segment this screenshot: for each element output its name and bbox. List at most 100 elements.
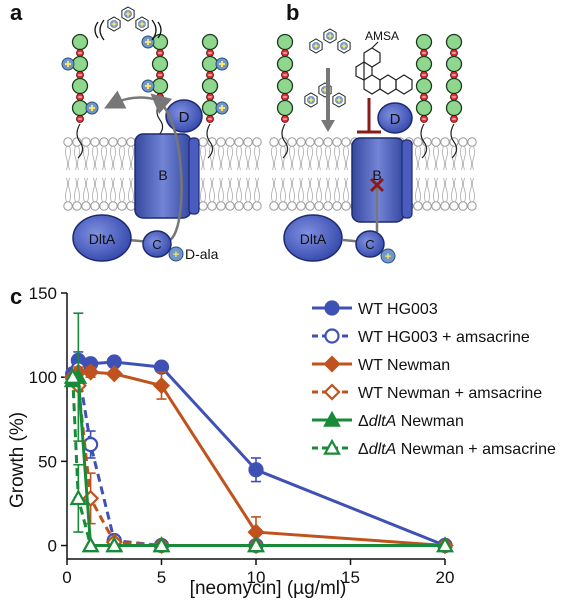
lipid-tail (316, 145, 322, 171)
lipid-head (287, 137, 297, 147)
dala-plus: + (385, 251, 391, 263)
neomycin-entry-arrowhead (321, 120, 335, 132)
lipid-head (422, 201, 432, 211)
plus-sign (336, 97, 342, 103)
glycerol-phosphate-unit (276, 55, 294, 73)
lipid-head (216, 137, 226, 147)
legend-entry: WT Newman + amsacrine (312, 383, 542, 402)
series-5 (63, 367, 454, 553)
lipid-head (234, 137, 244, 147)
lipid-head (81, 137, 91, 147)
lipid-head (449, 201, 459, 211)
lipid-head (440, 201, 450, 211)
lipid-head (413, 201, 423, 211)
lipid-head (314, 137, 324, 147)
lipid-tail (433, 177, 439, 203)
lipid-tail (442, 145, 448, 171)
lipid-tail (280, 177, 286, 203)
amsacrine-structure (355, 41, 413, 95)
data-point (248, 462, 264, 478)
lipid-head (287, 201, 297, 211)
data-point (436, 536, 454, 553)
lipid-tail (83, 145, 89, 171)
lipid-anchor (156, 101, 164, 137)
legend-entry: WT HG003 (312, 300, 438, 318)
lipid-tail (298, 145, 304, 171)
lipid-head (117, 201, 127, 211)
lipid-anchor (76, 123, 84, 159)
legend-marker (323, 355, 341, 373)
dala-label: D-ala (185, 246, 219, 262)
glycerol-phosphate-unit (276, 77, 294, 95)
glycerol-phosphate-unit (415, 33, 433, 51)
lipid-head (305, 201, 315, 211)
data-point (105, 536, 124, 553)
dltA-protein (283, 214, 343, 262)
lipid-tail (92, 145, 98, 171)
lipid-tail (236, 145, 242, 171)
lipid-tail (334, 177, 340, 203)
legend-label: WT Newman + amsacrine (358, 385, 542, 402)
lipid-head (225, 201, 235, 211)
lipid-tail (316, 177, 322, 203)
lipid-tail (209, 145, 215, 171)
legend-label: ΔdltA Newman + amsacrine (358, 441, 556, 458)
lipid-tail (280, 145, 286, 171)
dala-charge (168, 246, 184, 262)
dltB-side (401, 139, 413, 219)
data-point (152, 536, 171, 553)
lipid-head (332, 201, 342, 211)
lipid-tail (424, 177, 430, 203)
glycerol-phosphate-unit (71, 33, 89, 51)
lipid-head (72, 201, 82, 211)
lipid-head (99, 201, 109, 211)
lipid-tail (469, 145, 475, 171)
plus-sign (125, 11, 131, 17)
lipid-tail (110, 177, 116, 203)
lipid-tail (200, 177, 206, 203)
amsa-label: AMSA (365, 29, 399, 43)
glycerol-phosphate-unit (201, 99, 219, 117)
lipid-head (296, 201, 306, 211)
chart-xlabel: [neomycin] (µg/ml) (190, 578, 347, 599)
lipid-tail (307, 145, 313, 171)
dala-transfer-arrow-head (104, 90, 159, 109)
lipid-tail (334, 145, 340, 171)
panel-b-dlt-complex: B D DltA C + AMSA (283, 29, 413, 264)
legend-label: WT Newman (358, 357, 450, 374)
glycerol-phosphate-unit (445, 55, 463, 73)
chart-ylabel: Growth (%) (7, 412, 28, 508)
lipid-tail (74, 177, 80, 203)
lipid-tail (307, 177, 313, 203)
lipid-tail (289, 145, 295, 171)
legend-label: WT HG003 + amsacrine (358, 329, 530, 346)
lipid-anchor (420, 123, 428, 159)
lipid-head (243, 137, 253, 147)
legend-marker (323, 383, 341, 401)
lipid-head (467, 201, 477, 211)
lipid-tail (218, 145, 224, 171)
plus-sign (145, 83, 151, 89)
lipid-tail (469, 177, 475, 203)
lipid-tail (415, 177, 421, 203)
lipid-head (243, 201, 253, 211)
lipid-head (269, 201, 279, 211)
lipid-tail (128, 145, 134, 171)
lipid-head (234, 201, 244, 211)
data-point (105, 365, 123, 383)
lipid-head (296, 137, 306, 147)
lipid-tail (415, 145, 421, 171)
lipid-tail (451, 177, 457, 203)
legend-entry: ΔdltA Newman (312, 410, 464, 430)
legend-entry: WT HG003 + amsacrine (312, 328, 530, 346)
lipid-tail (236, 177, 242, 203)
lipid-head (440, 137, 450, 147)
neomycin-molecules (107, 6, 351, 108)
lipid-head (467, 137, 477, 147)
dala-charge (380, 248, 396, 264)
membrane-bilayer (63, 137, 477, 211)
x-tick-label: 20 (436, 568, 455, 587)
blocked-transfer-cross (369, 177, 385, 193)
